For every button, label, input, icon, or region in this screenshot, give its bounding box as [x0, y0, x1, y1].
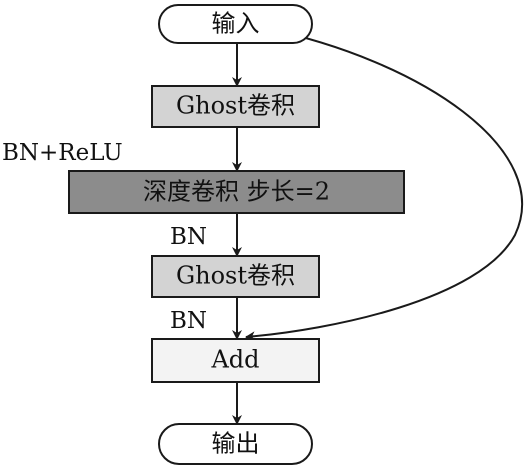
add-node: Add: [151, 338, 320, 383]
edge-label-bn-2: BN: [170, 308, 207, 334]
depthwise-conv-label: 深度卷积 步长=2: [143, 178, 330, 206]
skip-connection-arrow: [245, 27, 523, 342]
edge-label-bn-relu: BN+ReLU: [2, 140, 123, 166]
input-node: 输入: [158, 4, 313, 44]
input-label: 输入: [212, 10, 260, 38]
ghost-conv-node-2: Ghost卷积: [151, 255, 320, 298]
ghost-conv-label-1: Ghost卷积: [176, 92, 295, 120]
output-node: 输出: [158, 423, 313, 465]
depthwise-conv-node: 深度卷积 步长=2: [68, 170, 405, 214]
output-label: 输出: [212, 430, 260, 458]
add-label: Add: [210, 346, 259, 374]
ghost-conv-node-1: Ghost卷积: [151, 85, 320, 128]
edge-label-bn-1: BN: [170, 224, 207, 250]
ghost-conv-label-2: Ghost卷积: [176, 262, 295, 290]
